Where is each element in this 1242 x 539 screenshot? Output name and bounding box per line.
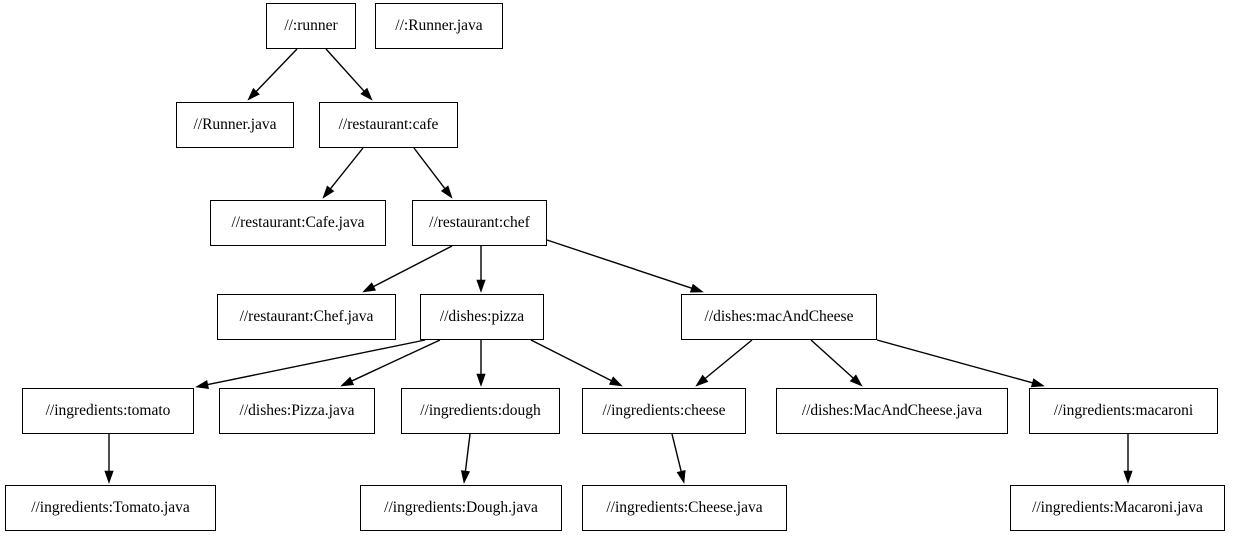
edge-arrowhead-icon [360,87,373,101]
edge-arrowhead-icon [1123,470,1133,484]
graph-node-label: //ingredients:Cheese.java [606,499,763,517]
graph-node-label: //restaurant:Cafe.java [231,214,365,232]
graph-node-label: //ingredients:dough [420,402,541,420]
edge-arrowhead-icon [195,379,209,390]
graph-edge-runner-to-runner_java [247,48,298,101]
graph-node-label: //restaurant:cafe [338,116,439,134]
edge-arrowhead-icon [340,376,355,387]
graph-node-ing_macaroni_java[interactable]: //ingredients:Macaroni.java [1010,485,1225,531]
graph-node-runner_java[interactable]: //Runner.java [176,102,294,148]
edge-line [876,339,1033,384]
graph-edge-dishes_pizza-to-dishes_pizza_java [340,339,441,387]
edge-line [464,433,471,472]
edge-line [810,339,854,379]
edge-arrowhead-icon [322,185,335,199]
graph-node-ing_dough[interactable]: //ingredients:dough [401,388,560,434]
graph-node-ing_tomato[interactable]: //ingredients:tomato [22,388,194,434]
graph-node-label: //ingredients:macaroni [1053,402,1194,420]
edge-line [530,339,612,382]
edge-arrowhead-icon [608,376,623,387]
graph-edge-runner-to-restaurant_cafe [325,48,373,101]
graph-edge-dishes_pizza-to-ing_dough [476,340,486,387]
edge-arrowhead-icon [476,279,486,293]
edge-arrowhead-icon [440,185,453,199]
graph-node-restaurant_cafe[interactable]: //restaurant:cafe [319,102,458,148]
graph-node-label: //Runner.java [193,116,277,134]
graph-edge-ing_tomato-to-ing_tomato_java [104,434,114,484]
graph-node-dishes_mac_java[interactable]: //dishes:MacAndCheese.java [776,388,1008,434]
graph-edge-restaurant_chef-to-dishes_macandcheese [546,239,704,293]
edge-line [207,339,426,386]
graph-node-label: //ingredients:Macaroni.java [1032,499,1203,517]
graph-edge-ing_dough-to-ing_dough_java [460,433,471,484]
graph-node-ing_cheese[interactable]: //ingredients:cheese [582,388,746,434]
graph-node-ing_tomato_java[interactable]: //ingredients:Tomato.java [5,485,216,531]
edge-arrowhead-icon [362,282,377,293]
graph-node-runner_java_root[interactable]: //:Runner.java [375,3,503,49]
edge-line [546,239,692,289]
edge-line [351,339,441,382]
graph-node-dishes_macandcheese[interactable]: //dishes:macAndCheese [681,294,877,340]
edge-arrowhead-icon [676,469,686,484]
edge-line [704,339,753,379]
graph-node-label: //ingredients:Tomato.java [31,499,190,517]
edge-arrowhead-icon [1030,378,1045,388]
graph-edge-ing_cheese-to-ing_cheese_java [671,433,686,484]
graph-edge-restaurant_chef-to-restaurant_chef_java [362,245,453,293]
graph-edge-dishes_macandcheese-to-dishes_mac_java [810,339,863,387]
graph-node-ing_cheese_java[interactable]: //ingredients:Cheese.java [582,485,787,531]
graph-node-label: //ingredients:cheese [602,402,726,420]
edge-line [373,245,453,288]
edge-arrowhead-icon [849,374,863,387]
graph-node-label: //dishes:pizza [439,308,525,326]
edge-arrowhead-icon [689,283,704,293]
graph-node-label: //:Runner.java [395,17,483,35]
graph-node-runner[interactable]: //:runner [266,3,356,49]
graph-node-label: //restaurant:chef [429,214,530,232]
graph-edge-restaurant_cafe-to-restaurant_cafe_java [322,147,364,199]
graph-node-label: //:runner [284,17,338,35]
graph-node-label: //dishes:MacAndCheese.java [801,402,983,420]
edge-line [671,433,682,472]
graph-node-label: //dishes:macAndCheese [704,308,854,326]
graph-edge-restaurant_chef-to-dishes_pizza [476,246,486,293]
edge-line [329,147,364,190]
graph-node-restaurant_chef[interactable]: //restaurant:chef [412,200,547,246]
graph-edge-dishes_pizza-to-ing_tomato [195,339,426,390]
graph-node-dishes_pizza[interactable]: //dishes:pizza [420,294,544,340]
edge-line [255,48,298,92]
edge-line [413,147,446,189]
edge-arrowhead-icon [476,373,486,387]
graph-edge-dishes_pizza-to-ing_cheese [530,339,623,387]
graph-node-dishes_pizza_java[interactable]: //dishes:Pizza.java [219,388,375,434]
graph-edge-dishes_macandcheese-to-ing_macaroni [876,339,1045,388]
graph-node-restaurant_cafe_java[interactable]: //restaurant:Cafe.java [210,200,386,246]
graph-node-label: //dishes:Pizza.java [239,402,355,420]
edge-arrowhead-icon [104,470,114,484]
graph-node-ing_macaroni[interactable]: //ingredients:macaroni [1029,388,1218,434]
edge-arrowhead-icon [695,374,709,387]
graph-edge-restaurant_cafe-to-restaurant_chef [413,147,453,199]
graph-node-label: //ingredients:Dough.java [384,499,538,517]
graph-node-label: //ingredients:tomato [45,402,171,420]
edge-arrowhead-icon [247,87,260,101]
graph-edge-dishes_macandcheese-to-ing_cheese [695,339,753,387]
graph-node-restaurant_chef_java[interactable]: //restaurant:Chef.java [217,294,396,340]
edge-arrowhead-icon [460,470,471,484]
graph-node-label: //restaurant:Chef.java [239,308,374,326]
edge-line [325,48,365,92]
graph-node-ing_dough_java[interactable]: //ingredients:Dough.java [360,485,562,531]
graph-edge-ing_macaroni-to-ing_macaroni_java [1123,434,1133,484]
